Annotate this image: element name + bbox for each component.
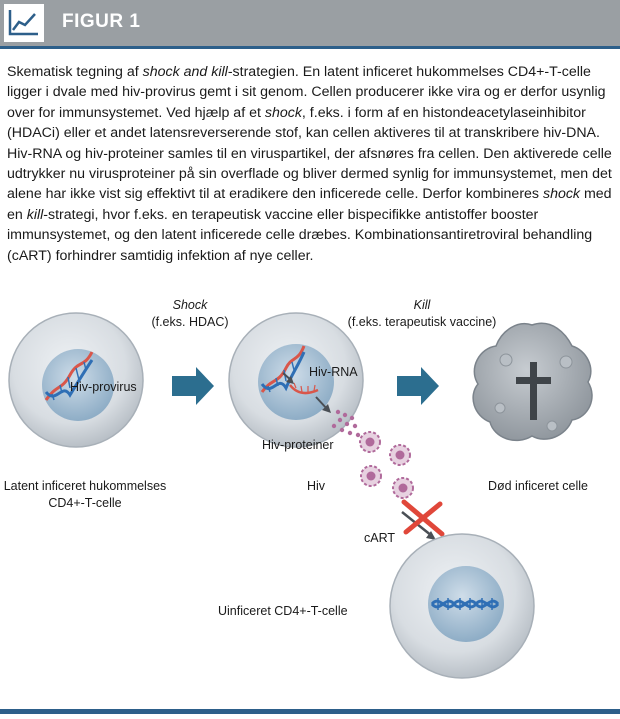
protein-dots-icon: [331, 409, 361, 438]
hiv-virus-particles: [359, 431, 414, 499]
proteins-label: Hiv-proteiner: [262, 438, 334, 452]
caption-text: med en: [7, 186, 612, 223]
provirus-label: Hiv-provirus: [70, 380, 137, 394]
caption-text: -strategi, hvor f.eks. en terapeutisk va…: [7, 206, 593, 264]
kill-arrow-icon: [397, 367, 439, 405]
uninfected-cell: [389, 533, 535, 679]
kill-title: Kill: [413, 298, 431, 312]
figure-title: FIGUR 1: [62, 11, 141, 32]
shock-title: Shock: [172, 298, 208, 312]
cart-block-icon: [401, 499, 445, 540]
rna-icon: [289, 382, 319, 395]
provirus-dna-icon: [44, 351, 94, 401]
figure-header: FIGUR 1: [0, 0, 620, 49]
hiv-label: Hiv: [306, 479, 326, 493]
shock-subtitle: (f.eks. HDAC): [151, 315, 229, 329]
dna-transcription-icon: [260, 345, 306, 393]
virus-particle-icon: [359, 431, 381, 453]
caption-emphasis: kill: [26, 206, 44, 223]
latent-cell-label-line1: Latent inficeret hukommelses: [3, 479, 167, 493]
virus-particle-icon: [389, 444, 411, 466]
caption-text: Skematisk tegning af: [7, 64, 143, 80]
caption-text: -strategien. En latent inficeret hukomme…: [7, 64, 606, 121]
shock-and-kill-diagram: Shock (f.eks. HDAC) Kill (f.eks. terapeu…: [0, 290, 620, 710]
dead-cell-label: Død inficeret celle: [487, 479, 589, 493]
cart-label: cART: [364, 531, 396, 545]
host-dna-icon: [430, 598, 500, 610]
figure-caption: Skematisk tegning af shock and kill-stra…: [7, 62, 615, 266]
kill-subtitle: (f.eks. terapeutisk vaccine): [347, 315, 497, 329]
virus-particle-icon: [392, 477, 414, 499]
caption-emphasis: shock and kill: [142, 64, 228, 80]
rna-label: Hiv-RNA: [309, 365, 358, 379]
shock-arrow-icon: [172, 367, 214, 405]
caption-text: , f.eks. i form af en histondeacetylasei…: [7, 104, 612, 203]
uninfected-cell-label: Uinficeret CD4+-T-celle: [218, 604, 348, 618]
virus-particle-icon: [360, 465, 382, 487]
latent-cell-label-line2: CD4+-T-celle: [48, 496, 122, 510]
latent-infected-cell: [8, 312, 144, 448]
caption-emphasis: shock: [264, 104, 302, 121]
activated-cell: [228, 312, 364, 448]
bottom-rule: [0, 709, 620, 714]
cross-icon: [516, 362, 551, 420]
dead-infected-cell: [472, 322, 593, 442]
line-chart-icon: [4, 4, 44, 42]
caption-emphasis: shock: [542, 186, 581, 203]
